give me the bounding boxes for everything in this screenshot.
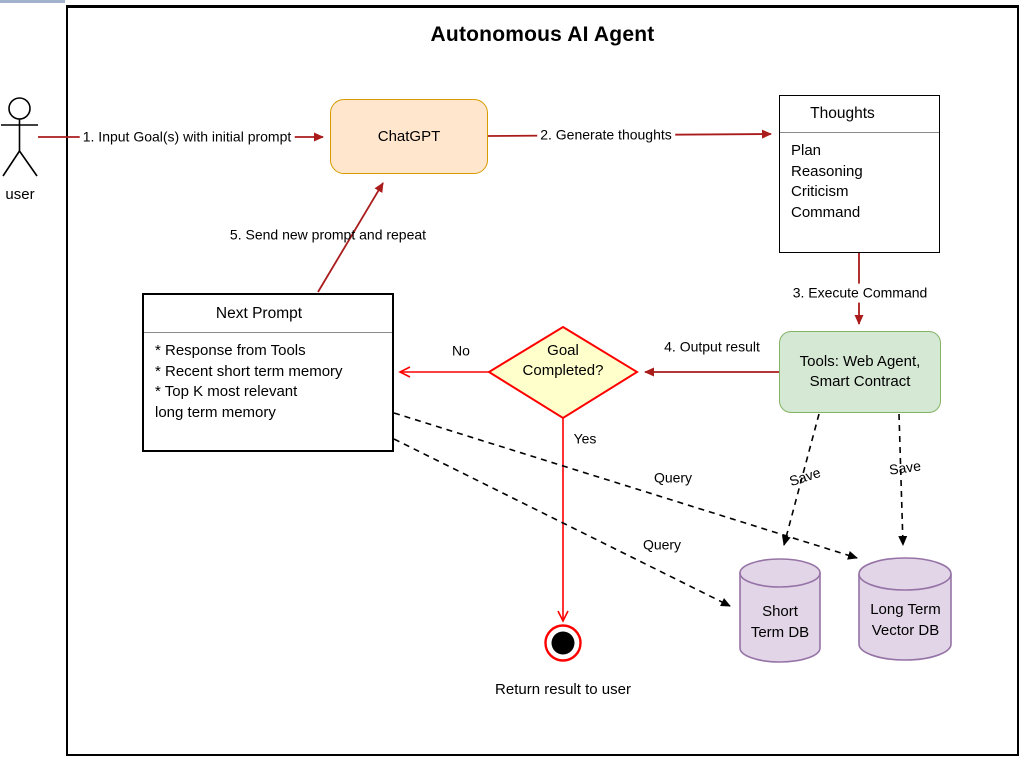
tools-node: Tools: Web Agent, Smart Contract <box>779 331 941 413</box>
edge-input-goal-label: 1. Input Goal(s) with initial prompt <box>79 127 295 147</box>
edge-yes-label: Yes <box>573 430 597 447</box>
thoughts-item: Command <box>791 203 861 221</box>
next-prompt-item: long term memory <box>155 403 276 421</box>
user-actor-label: user <box>5 186 35 203</box>
final-state-icon <box>544 624 582 662</box>
next-prompt-node: Next Prompt * Response from Tools * Rece… <box>142 293 394 452</box>
next-prompt-item: * Recent short term memory <box>155 362 343 380</box>
next-prompt-item: * Response from Tools <box>155 342 306 359</box>
tools-label-line2: Smart Contract <box>809 373 911 390</box>
edge-query-long-line <box>393 412 858 560</box>
top-left-accent-strip <box>0 0 65 3</box>
page-title: Autonomous AI Agent <box>430 23 655 46</box>
edge-save-long-line <box>898 413 908 546</box>
thoughts-node: Thoughts Plan Reasoning Criticism Comman… <box>779 95 940 253</box>
edge-execute-command-label: 3. Execute Command <box>789 283 931 303</box>
goal-completed-label: Goal Completed? <box>522 342 604 379</box>
next-prompt-item: * Top K most relevant <box>155 383 298 400</box>
edge-query-short-line <box>393 438 731 607</box>
chatgpt-label: ChatGPT <box>377 128 441 145</box>
tools-label-line1: Tools: Web Agent, <box>799 353 921 370</box>
next-prompt-title: Next Prompt <box>215 304 303 322</box>
return-result-label: Return result to user <box>495 681 631 698</box>
long-term-db-label: Long Term Vector DB <box>870 601 941 639</box>
edge-send-new-prompt-line <box>317 182 384 293</box>
edge-output-result-label: 4. Output result <box>664 338 760 355</box>
long-term-db-cylinder <box>858 557 952 661</box>
user-actor-icon <box>1 97 38 177</box>
edge-query-long-label: Query <box>653 469 693 486</box>
edge-no-label: No <box>452 342 470 359</box>
edge-save-short-line <box>781 413 820 546</box>
goal-completed-diamond <box>487 325 639 420</box>
short-term-db-label: Short Term DB <box>750 603 810 641</box>
thoughts-item: Plan <box>791 142 822 159</box>
thoughts-title: Thoughts <box>810 105 875 122</box>
edge-send-new-prompt-label: 5. Send new prompt and repeat <box>229 226 427 243</box>
thoughts-item: Reasoning <box>791 162 863 180</box>
short-term-db-cylinder <box>739 558 821 663</box>
edge-generate-thoughts-label: 2. Generate thoughts <box>537 125 675 145</box>
edge-query-short-label: Query <box>642 536 682 553</box>
chatgpt-node: ChatGPT <box>330 99 488 174</box>
diagram-frame <box>66 5 1019 756</box>
thoughts-item: Criticism <box>791 183 849 200</box>
